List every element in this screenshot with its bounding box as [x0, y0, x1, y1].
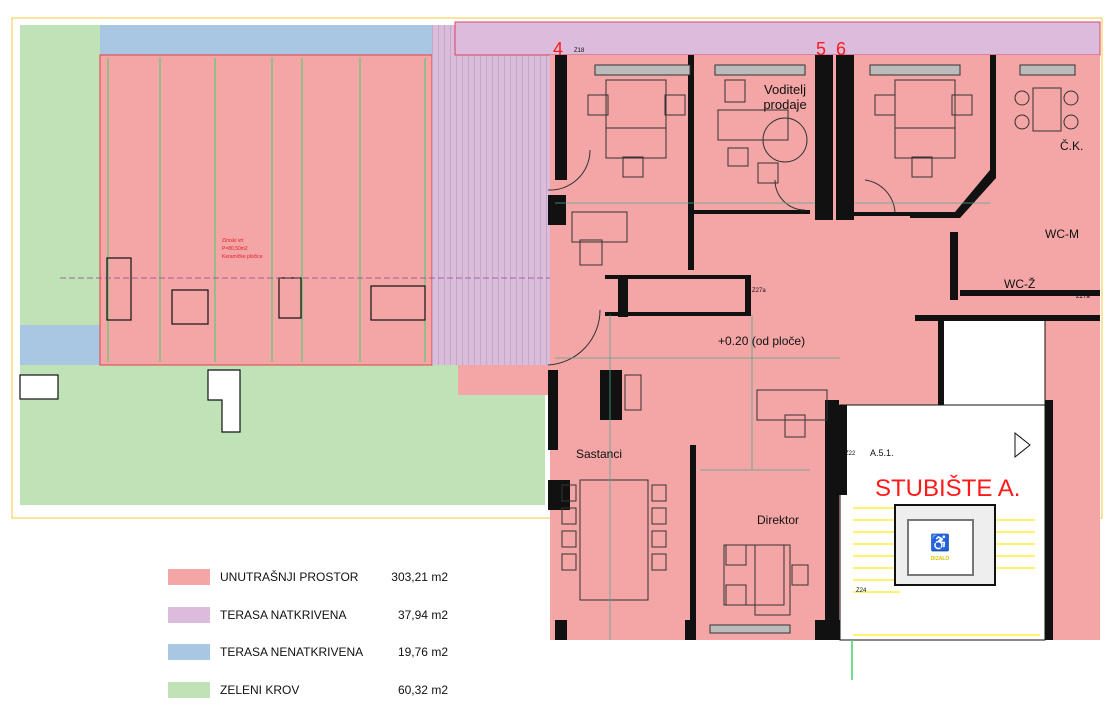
lift-car [907, 519, 974, 576]
covered-terrace-hatched [432, 25, 550, 365]
legend-name: TERASA NATKRIVENA [220, 607, 347, 622]
green-roof-left [20, 25, 102, 325]
room-label-sastanci: Sastanci [576, 447, 622, 461]
winter-garden-frames [107, 58, 426, 362]
area-legend: UNUTRAŠNJI PROSTOR 303,21 m2 TERASA NATK… [168, 568, 448, 718]
stair-direction-arrow [1014, 431, 1031, 459]
wheelchair-icon: ♿ [930, 533, 950, 552]
stair-steps [853, 507, 1040, 636]
covered-terrace-top [454, 21, 1101, 56]
dimension-lines [555, 202, 990, 640]
legend-swatch [168, 606, 210, 623]
room-label-voditelj-2: prodaje [763, 97, 806, 112]
legend-value: 37,94 m2 [397, 607, 448, 622]
stair-title: STUBIŠTE A. [875, 474, 1020, 502]
legend-item: TERASA NENATKRIVENA 19,76 m2 [168, 643, 448, 661]
stair-lobby-north [939, 319, 1046, 406]
tag-z18: Z18 [574, 48, 585, 54]
winter-garden-name: Zimski vrt [222, 238, 244, 244]
legend-name: TERASA NENATKRIVENA [220, 645, 364, 659]
tag-z27a: Z27a [752, 288, 766, 294]
legend-item: UNUTRAŠNJI PROSTOR 303,21 m2 [168, 568, 448, 586]
axis-label-5: 5 [816, 39, 826, 59]
walls [548, 55, 1100, 640]
furniture [547, 64, 1079, 634]
room-label-voditelj-1: Voditelj [764, 82, 806, 97]
tag-z27a-wc: Z27a [1076, 294, 1090, 300]
uncovered-terrace-top [100, 25, 455, 60]
interior-strip [458, 365, 550, 395]
legend-value: 60,32 m2 [397, 682, 448, 697]
legend-item: ZELENI KROV 60,32 m2 [168, 681, 448, 699]
legend-value: 19,76 m2 [397, 645, 448, 659]
winter-garden-floor: Keramičke pločice [222, 254, 263, 260]
room-label-wc-m: WC-M [1045, 227, 1079, 241]
legend-swatch [168, 644, 210, 660]
winter-garden-openings [19, 257, 426, 433]
green-roof-bottom [20, 365, 545, 505]
blue-terrace-left [20, 325, 102, 365]
chairs-meeting [561, 484, 667, 571]
legend-swatch [168, 681, 210, 698]
room-label-direktor: Direktor [757, 513, 799, 527]
winter-garden-area: P=80,50m2 [222, 246, 248, 252]
axis-label-4: 4 [553, 39, 563, 59]
axis-label-6: 6 [836, 39, 846, 59]
room-label-ck: Č.K. [1060, 138, 1083, 153]
legend-item: TERASA NATKRIVENA 37,94 m2 [168, 606, 448, 624]
lift-label: DIZALO [931, 556, 950, 562]
stair-code: A.5.1. [870, 448, 894, 458]
room-label-wc-z: WC-Ž [1004, 276, 1035, 291]
winter-garden [99, 54, 433, 366]
level-label: +0.20 (od ploče) [718, 334, 805, 348]
legend-value: 303,21 m2 [391, 570, 448, 584]
tag-z22: Z22 [845, 451, 856, 457]
legend-name: UNUTRAŠNJI PROSTOR [220, 570, 359, 584]
tag-z24: Z24 [856, 588, 867, 594]
legend-name: ZELENI KROV [220, 682, 300, 697]
legend-swatch [168, 569, 210, 585]
